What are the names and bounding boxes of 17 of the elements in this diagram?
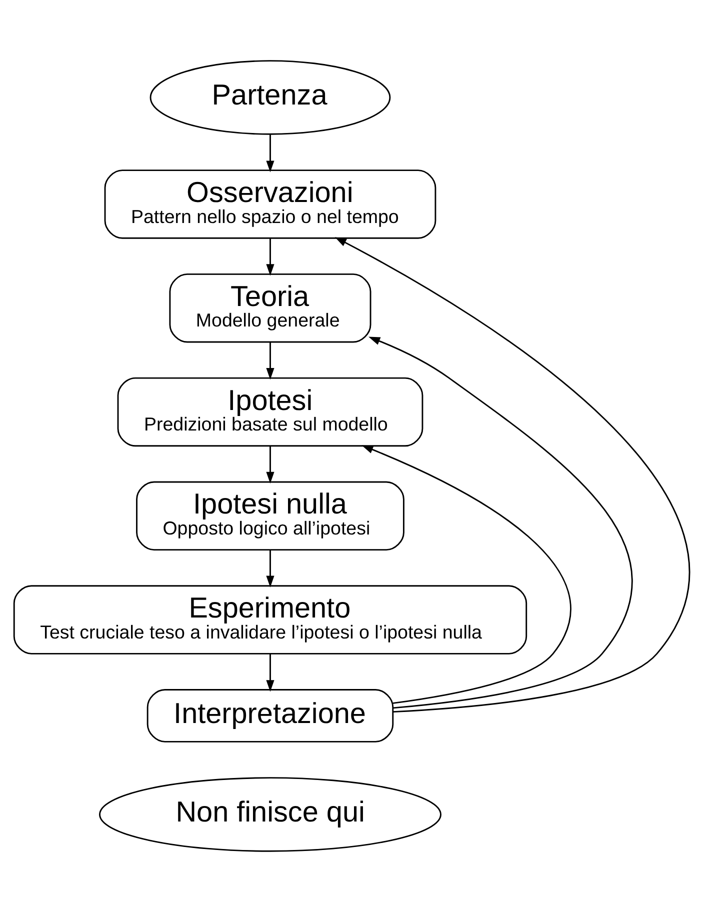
node-box: Ipotesi Predizioni basate sul modello: [117, 376, 424, 446]
node-box: Osservazioni Pattern nello spazio o nel tempo: [104, 169, 436, 238]
arrow: [266, 134, 274, 172]
arrow: [266, 445, 274, 483]
node-box: Teoria Modello generale: [169, 272, 372, 342]
arrow: [368, 336, 632, 708]
arrow: [266, 342, 274, 380]
arrow: [266, 238, 274, 276]
arrow: [266, 549, 274, 587]
node-box: Esperimento Test cruciale teso a invalidare l’ipotesi o l’ipotesi nulla: [13, 584, 528, 654]
arrow: [266, 653, 274, 692]
node-box: Ipotesi nulla Opposto logico all’ipotesi: [136, 480, 404, 550]
node-ellipse: Non finisce qui: [99, 776, 442, 852]
arrow: [334, 236, 690, 712]
node-box: Interpretazione: [146, 688, 394, 742]
node-ellipse: Partenza: [150, 60, 391, 134]
arrow: [362, 444, 572, 704]
